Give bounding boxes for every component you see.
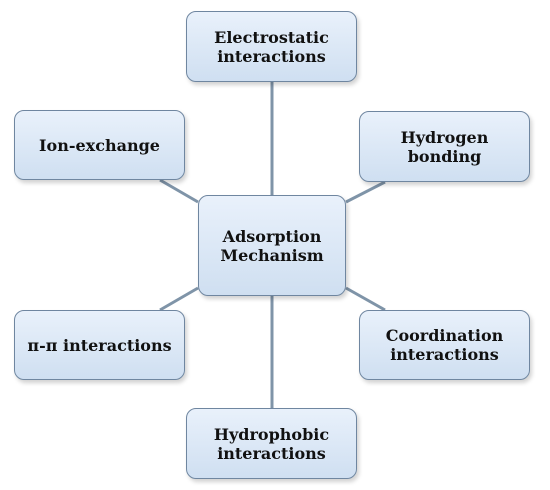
node-hydrophobic-line2: interactions: [217, 443, 326, 463]
node-coordination-line2: interactions: [390, 345, 499, 364]
node-coordination-interactions: Coordination interactions: [359, 310, 530, 380]
node-hydrogen-bonding: Hydrogen bonding: [359, 111, 530, 182]
connector-ion-exchange: [159, 178, 199, 204]
node-pi-pi-interactions: π-π interactions: [14, 310, 185, 380]
node-coordination-line1: Coordination: [385, 326, 504, 345]
connector-hydrogen: [345, 180, 386, 204]
node-ion-exchange: Ion-exchange: [14, 110, 185, 180]
node-pi-pi-line1: π-π interactions: [27, 335, 172, 355]
node-electrostatic-line2: interactions: [217, 46, 326, 66]
node-hydrogen-line1: Hydrogen: [400, 127, 489, 147]
node-hydrogen-line2: bonding: [407, 146, 482, 166]
node-adsorption-mechanism: Adsorption Mechanism: [198, 195, 346, 296]
node-ion-exchange-line1: Ion-exchange: [39, 135, 160, 155]
node-hydrophobic-interactions: Hydrophobic interactions: [186, 408, 357, 479]
node-electrostatic-line1: Electrostatic: [214, 27, 329, 47]
connector-pi-pi: [159, 286, 199, 312]
node-electrostatic-interactions: Electrostatic interactions: [186, 11, 357, 82]
node-hydrophobic-line1: Hydrophobic: [213, 424, 330, 444]
connector-coordination: [345, 286, 386, 312]
node-center-line1: Adsorption: [222, 226, 322, 246]
node-center-line2: Mechanism: [220, 245, 324, 265]
